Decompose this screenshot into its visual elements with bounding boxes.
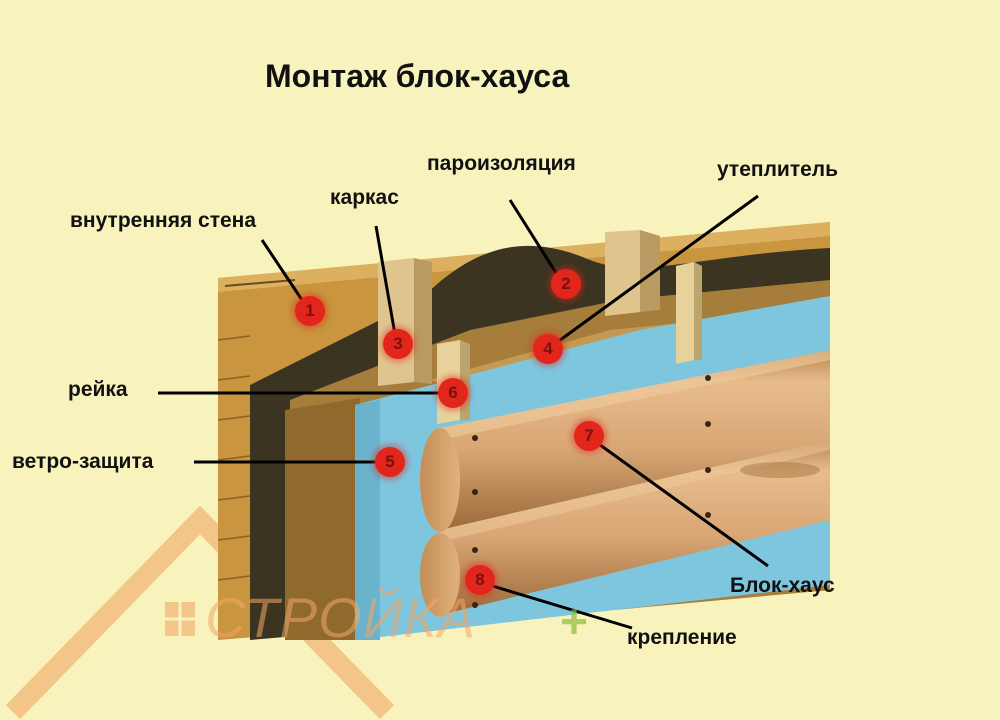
- block-house-logs: [420, 350, 830, 617]
- label-vapor-barrier: пароизоляция: [427, 152, 576, 175]
- badge-3: 3: [383, 329, 413, 359]
- badge-7: 7: [574, 421, 604, 451]
- label-wind-barrier: ветро-защита: [12, 450, 154, 473]
- badge-4: 4: [533, 334, 563, 364]
- battens: [437, 262, 702, 424]
- badge-8: 8: [465, 565, 495, 595]
- label-insulation: утеплитель: [717, 158, 839, 181]
- label-inner-wall: внутренняя стена: [70, 209, 257, 232]
- label-fastening: крепление: [627, 626, 737, 649]
- page-title: Монтаж блок-хауса: [265, 58, 570, 94]
- house-roof-logo-icon: [5, 505, 395, 720]
- watermark-text: СТРОЙКА: [205, 586, 477, 649]
- leader-lines: [158, 194, 769, 630]
- badge-2: 2: [551, 269, 581, 299]
- badge-6: 6: [438, 378, 468, 408]
- label-block-house: Блок-хаус: [730, 574, 835, 597]
- badge-5: 5: [375, 447, 405, 477]
- label-batten: рейка: [68, 378, 128, 401]
- label-frame: каркас: [330, 186, 399, 209]
- badge-1: 1: [295, 296, 325, 326]
- watermark-plus: +: [560, 596, 589, 649]
